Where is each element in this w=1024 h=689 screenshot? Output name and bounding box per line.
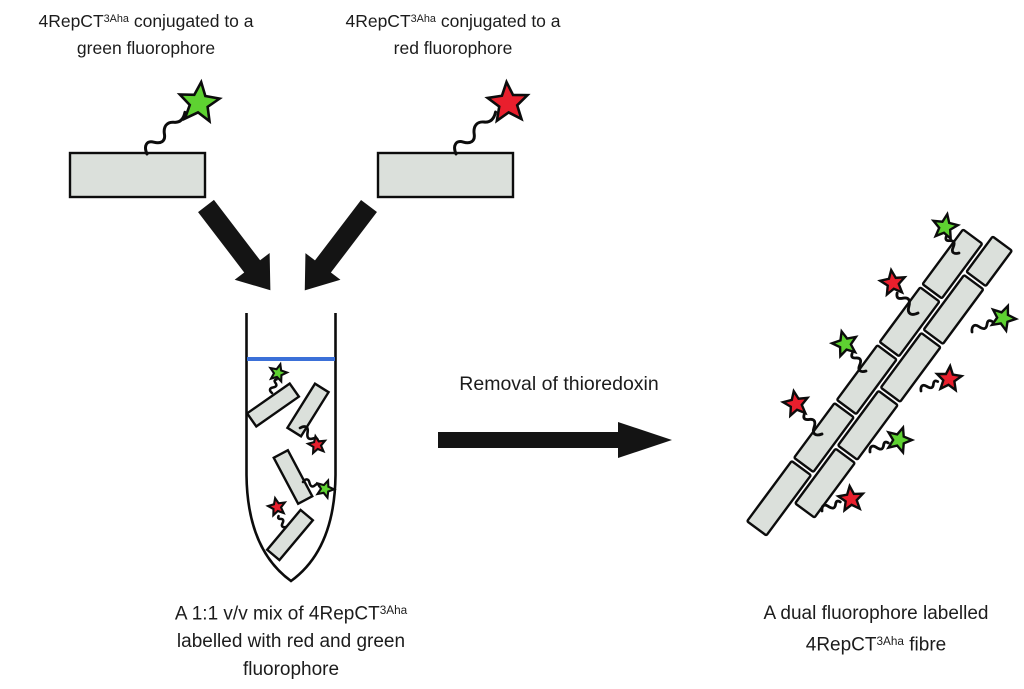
red-fluorophore-star-icon — [305, 433, 328, 455]
linker-squiggle — [449, 106, 501, 158]
fibre-brick — [880, 332, 942, 403]
fibre-brick — [794, 448, 856, 519]
label-text: fibre — [903, 634, 947, 656]
label-text: fluorophore — [242, 659, 340, 681]
superscript: 3Aha — [379, 604, 408, 617]
label-text: 4RepCT — [805, 634, 877, 656]
superscript: 3Aha — [876, 635, 904, 648]
protein-fragment — [272, 448, 314, 506]
label-green-conjugate: 4RepCT3Aha conjugated to a green fluorop… — [6, 6, 286, 62]
label-text: labelled with red and green — [176, 631, 406, 653]
protein-fragment — [285, 382, 331, 438]
label-text: A dual fluorophore labelled — [763, 603, 989, 624]
green-fluorophore-star-icon — [266, 361, 290, 384]
green-fluorophore-star-icon — [986, 300, 1021, 334]
fibre-brick — [836, 344, 898, 415]
green-fluorophore-star-icon — [313, 476, 338, 500]
protein-block — [68, 151, 207, 199]
linker-squiggle — [140, 107, 190, 157]
fibre-brick — [746, 460, 812, 537]
label-red-conjugate: 4RepCT3Aha conjugated to a red fluoropho… — [313, 6, 593, 62]
label-text: A 1:1 v/v mix of 4RepCT — [174, 603, 380, 625]
fibre-brick — [837, 390, 899, 461]
label-text: conjugated to a — [435, 10, 561, 31]
fibre-brick — [965, 235, 1013, 287]
red-fluorophore-star-icon — [265, 495, 288, 517]
mixing-tube — [245, 313, 338, 583]
label-text: 4RepCT — [38, 10, 104, 31]
red-fluorophore-star-icon — [934, 363, 964, 392]
linker-squiggle — [917, 377, 941, 394]
label-text: conjugated to a — [128, 10, 254, 31]
protein-block — [376, 151, 515, 199]
fibre-brick — [921, 228, 983, 299]
protein-fragment — [265, 508, 315, 562]
red-fluorophore-star-icon — [485, 79, 531, 123]
green-fluorophore-star-icon — [929, 210, 961, 241]
label-fibre: A dual fluorophore labelled 4RepCT3Aha f… — [726, 600, 1024, 659]
label-text: green fluorophore — [76, 37, 216, 58]
green-conjugate-unit — [68, 78, 223, 199]
red-fluorophore-star-icon — [780, 387, 812, 418]
fibre-bricks — [746, 228, 1013, 537]
green-fluorophore-star-icon — [882, 422, 916, 456]
red-fluorophore-star-icon — [836, 483, 866, 512]
label-mix: A 1:1 v/v mix of 4RepCT3Aha labelled wit… — [141, 597, 441, 684]
superscript: 3Aha — [103, 13, 129, 25]
fibre-assembly — [746, 210, 1021, 537]
label-process: Removal of thioredoxin — [419, 372, 699, 396]
label-text: red fluorophore — [393, 37, 513, 58]
label-text: 4RepCT — [345, 10, 411, 31]
down-arrow-right-icon — [287, 192, 387, 304]
red-conjugate-unit — [376, 79, 531, 199]
red-fluorophore-star-icon — [877, 267, 908, 297]
superscript: 3Aha — [410, 13, 436, 25]
process-arrow-icon — [438, 422, 672, 458]
fibre-brick — [923, 274, 984, 345]
linker-squiggle — [275, 513, 289, 530]
protein-fragment — [245, 381, 301, 429]
label-text: Removal of thioredoxin — [459, 373, 659, 395]
tube-contents — [245, 361, 338, 562]
fibre-brick — [879, 286, 941, 357]
down-arrow-left-icon — [188, 192, 288, 304]
green-fluorophore-star-icon — [828, 327, 861, 359]
tube-outline — [245, 313, 337, 583]
